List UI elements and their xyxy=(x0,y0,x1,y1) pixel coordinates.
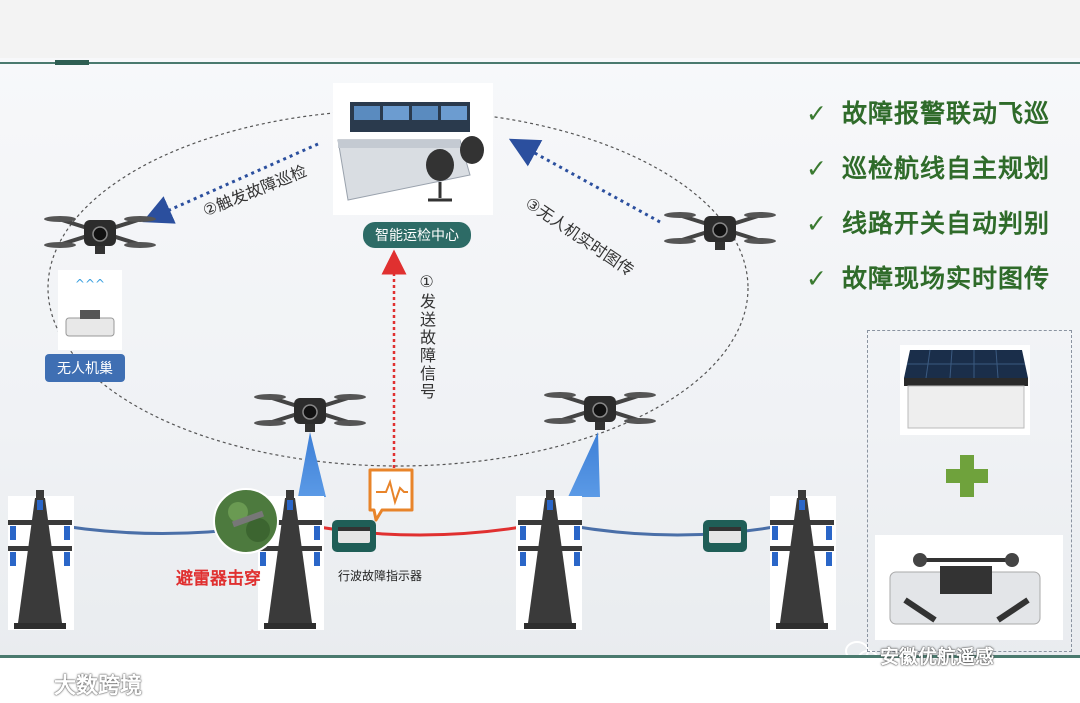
check-icon: ✓ xyxy=(806,264,828,293)
slide-top-accent xyxy=(55,60,89,65)
drone-fault xyxy=(542,390,658,432)
check-icon: ✓ xyxy=(806,209,828,238)
fault-indicator-2 xyxy=(703,520,747,552)
control-center-label: 智能运检中心 xyxy=(363,222,471,248)
drone-left xyxy=(42,214,158,256)
camera-beam-fault xyxy=(568,432,600,497)
control-center-image xyxy=(333,83,493,215)
tower-1 xyxy=(8,490,74,630)
power-line-3 xyxy=(549,520,801,537)
fault-indicator-1 xyxy=(332,520,376,552)
slide-bottom-rule xyxy=(0,655,1080,658)
feature-item: ✓巡检航线自主规划 xyxy=(806,154,1050,183)
top-margin-band xyxy=(0,0,1080,58)
solar-nest-box-image xyxy=(900,345,1030,435)
step1-label: ①发送故障信号 xyxy=(417,272,436,401)
platform-logo-icon xyxy=(13,672,45,694)
arrow-realtime-transmission xyxy=(508,138,661,224)
drone-center xyxy=(252,392,368,434)
feature-item: ✓故障现场实时图传 xyxy=(806,264,1050,293)
tower-4 xyxy=(770,490,836,630)
slide-top-rule xyxy=(0,62,1080,64)
feature-item: ✓故障报警联动飞巡 xyxy=(806,99,1050,128)
watermark-right: 安徽优航遥感 xyxy=(880,646,995,668)
check-icon: ✓ xyxy=(806,99,828,128)
drone-right xyxy=(662,210,778,252)
feature-item: ✓线路开关自动判别 xyxy=(806,209,1050,238)
watermark-left: 大数跨境 xyxy=(54,674,143,699)
camera-beam-center xyxy=(298,432,326,497)
drone-nest-image: ^^^ xyxy=(58,270,122,350)
waveform-signal-icon xyxy=(368,468,414,522)
patrol-orbit xyxy=(47,109,749,467)
indicator-label: 行波故障指示器 xyxy=(338,569,423,583)
power-line-fault xyxy=(289,520,551,537)
equipment-panel xyxy=(867,330,1072,652)
svg-text:^^^: ^^^ xyxy=(75,277,105,291)
drone-nest-label: 无人机巢 xyxy=(45,354,125,382)
tower-3 xyxy=(516,490,582,630)
plus-icon xyxy=(946,455,988,497)
fault-label: 避雷器击穿 xyxy=(176,569,261,589)
check-icon: ✓ xyxy=(806,154,828,183)
arrester-fault-photo xyxy=(213,488,279,554)
drone-dock-image xyxy=(875,535,1063,640)
arrow-trigger-patrol xyxy=(142,142,319,224)
